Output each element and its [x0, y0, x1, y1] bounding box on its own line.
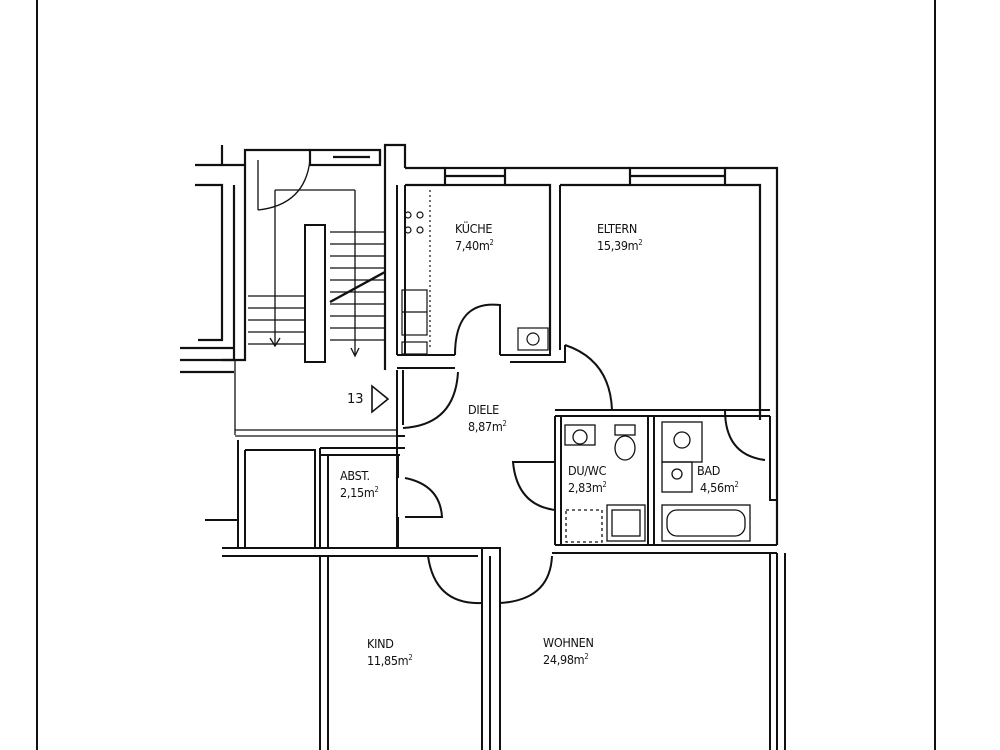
room-abst-area: 2,15m2: [340, 485, 379, 501]
room-kind-name: KIND: [367, 636, 394, 651]
bath-fixtures: [564, 421, 751, 543]
room-eltern-name: ELTERN: [597, 221, 638, 236]
room-du-wc: DU/WC 2,83m2: [568, 464, 607, 495]
room-du-wc-name: DU/WC: [568, 463, 607, 478]
entrance-arrow-icon: [371, 384, 390, 414]
room-bad-name: BAD: [697, 463, 721, 478]
room-wohnen-name: WOHNEN: [543, 635, 594, 650]
room-kueche-area: 7,40m2: [455, 238, 494, 254]
apartment-number: 13: [347, 392, 364, 407]
stairwell: [234, 159, 398, 437]
room-bad-area: 4,56m2: [700, 480, 739, 496]
exterior-walls: [180, 143, 779, 545]
room-abst: ABST. 2,15m2: [340, 469, 379, 500]
interior-walls: [205, 185, 786, 750]
room-diele-name: DIELE: [468, 402, 499, 417]
room-kueche-name: KÜCHE: [455, 221, 493, 236]
room-wohnen-area: 24,98m2: [543, 652, 589, 668]
room-diele-area: 8,87m2: [468, 419, 507, 435]
room-eltern-area: 15,39m2: [597, 238, 643, 254]
room-wohnen: WOHNEN 24,98m2: [543, 636, 594, 667]
room-kueche: KÜCHE 7,40m2: [455, 222, 494, 253]
room-kind-area: 11,85m2: [367, 653, 413, 669]
room-kind: KIND 11,85m2: [367, 636, 413, 669]
page-border-lines: [36, 0, 936, 750]
room-bad: BAD 4,56m2: [697, 464, 739, 495]
room-eltern: ELTERN 15,39m2: [597, 221, 643, 254]
room-diele: DIELE 8,87m2: [468, 403, 507, 434]
room-abst-name: ABST.: [340, 468, 370, 483]
room-du-wc-area: 2,83m2: [568, 480, 607, 496]
kitchen-fixtures: [401, 190, 549, 355]
